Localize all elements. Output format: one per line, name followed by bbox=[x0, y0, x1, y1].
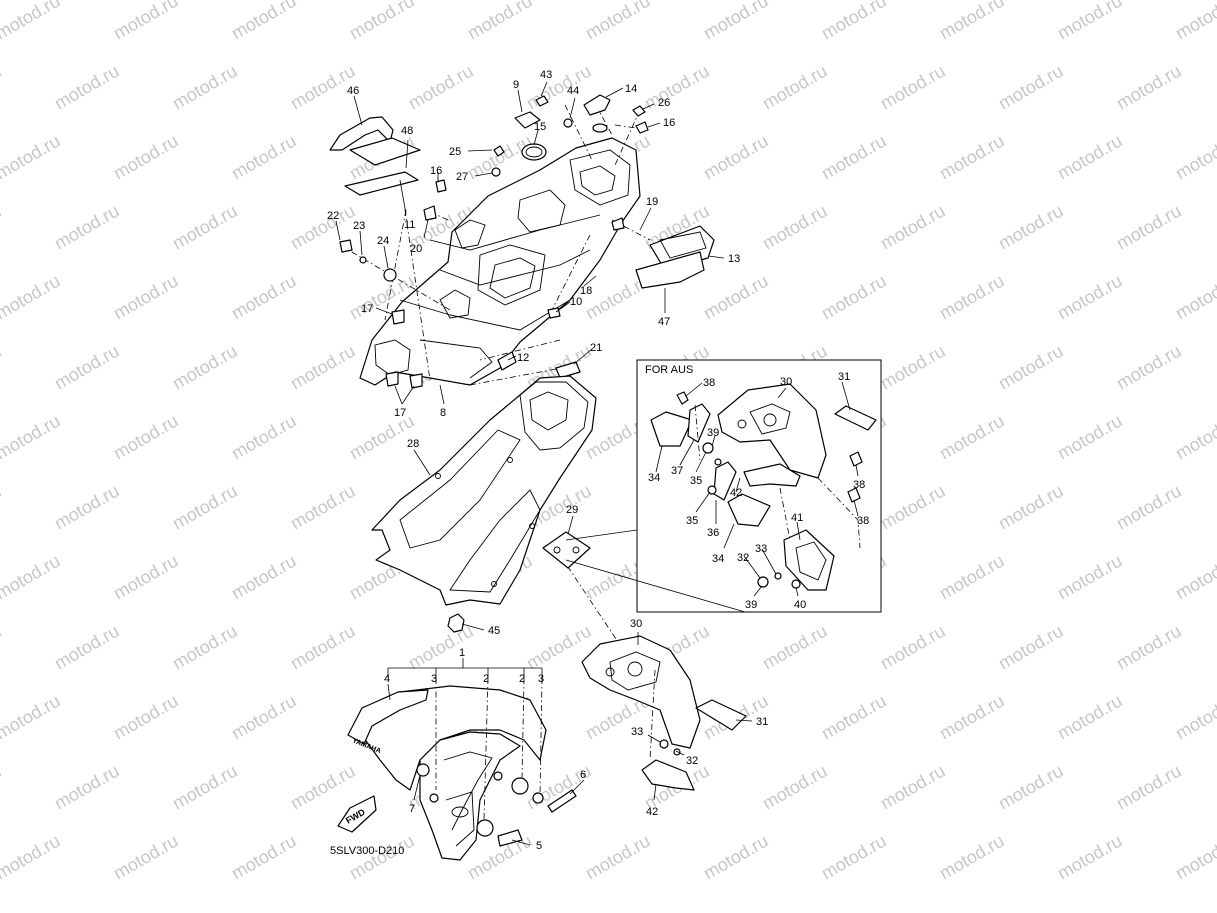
callout-8: 8 bbox=[440, 407, 446, 419]
callout-2-right: 2 bbox=[519, 673, 525, 685]
callout-45: 45 bbox=[488, 625, 500, 637]
callout-4: 4 bbox=[384, 673, 390, 685]
part-28-inner-fender bbox=[371, 375, 597, 606]
callout-16-right: 16 bbox=[663, 117, 675, 129]
drawing-code: 5SLV300-D210 bbox=[330, 845, 404, 857]
callout-48: 48 bbox=[401, 125, 413, 137]
callout-5: 5 bbox=[536, 840, 542, 852]
callout-36: 36 bbox=[707, 527, 719, 539]
part-48-plate bbox=[344, 137, 421, 196]
part-45-bolt bbox=[447, 613, 465, 633]
callout-25: 25 bbox=[449, 146, 461, 158]
callout-numbers: 46 48 11 16 9 43 44 14 15 26 16 25 27 20… bbox=[327, 69, 869, 852]
callout-38-inset-bottom: 38 bbox=[857, 515, 869, 527]
callout-32-lower: 32 bbox=[686, 755, 698, 767]
callout-22: 22 bbox=[327, 210, 339, 222]
callout-38-inset-mid: 38 bbox=[853, 479, 865, 491]
callout-17-top: 17 bbox=[361, 303, 373, 315]
callout-23: 23 bbox=[353, 220, 365, 232]
upper-hardware bbox=[339, 94, 649, 389]
callout-26: 26 bbox=[658, 97, 670, 109]
callout-20: 20 bbox=[410, 243, 422, 255]
callout-35-inset-bottom: 35 bbox=[686, 515, 698, 527]
callout-1: 1 bbox=[459, 647, 465, 659]
callout-34-inset-bottom: 34 bbox=[712, 553, 724, 565]
callout-27: 27 bbox=[456, 171, 468, 183]
callout-34-inset-top: 34 bbox=[648, 472, 660, 484]
callout-47: 47 bbox=[658, 316, 670, 328]
callout-30-inset: 30 bbox=[780, 376, 792, 388]
callout-21: 21 bbox=[590, 342, 602, 354]
callout-10: 10 bbox=[570, 296, 582, 308]
callout-44: 44 bbox=[567, 85, 579, 97]
callout-42-lower: 42 bbox=[646, 806, 658, 818]
callout-3-right: 3 bbox=[538, 673, 544, 685]
callout-7: 7 bbox=[409, 803, 415, 815]
part-29-plate bbox=[542, 531, 591, 569]
callout-18: 18 bbox=[580, 285, 592, 297]
part-47-pad bbox=[635, 251, 705, 289]
callout-33-lower: 33 bbox=[631, 726, 643, 738]
callout-43: 43 bbox=[540, 69, 552, 81]
callout-37: 37 bbox=[671, 465, 683, 477]
callout-19: 19 bbox=[646, 196, 658, 208]
aus-inset-box: FOR AUS bbox=[565, 359, 882, 613]
callout-16-left: 16 bbox=[430, 165, 442, 177]
callout-24: 24 bbox=[377, 235, 389, 247]
callout-40: 40 bbox=[794, 599, 806, 611]
callout-11: 11 bbox=[404, 219, 415, 231]
callout-15: 15 bbox=[534, 121, 546, 133]
callout-33-inset: 33 bbox=[755, 543, 767, 555]
callout-2-left: 2 bbox=[483, 673, 489, 685]
callout-17-bottom: 17 bbox=[394, 407, 406, 419]
callout-30-lower: 30 bbox=[630, 618, 642, 630]
callout-35-inset-top: 35 bbox=[690, 475, 702, 487]
callout-38-inset-top: 38 bbox=[703, 377, 715, 389]
callout-28: 28 bbox=[407, 438, 419, 450]
callout-46: 46 bbox=[347, 85, 359, 97]
callout-9: 9 bbox=[513, 79, 519, 91]
aus-inset-title: FOR AUS bbox=[645, 364, 693, 376]
callout-41: 41 bbox=[791, 512, 803, 524]
callout-39-inset-bottom: 39 bbox=[745, 599, 757, 611]
front-fender: YAMAHA bbox=[347, 677, 577, 861]
callout-39-inset-top: 39 bbox=[707, 427, 719, 439]
fwd-arrow-icon: FWD bbox=[337, 795, 377, 833]
callout-6: 6 bbox=[580, 769, 586, 781]
rear-fender-frame bbox=[359, 137, 641, 386]
callout-31-lower: 31 bbox=[756, 716, 768, 728]
callout-12: 12 bbox=[517, 352, 529, 364]
callout-13: 13 bbox=[728, 253, 740, 265]
callout-31-inset: 31 bbox=[838, 371, 850, 383]
callout-29: 29 bbox=[566, 504, 578, 516]
callout-3-left: 3 bbox=[431, 673, 437, 685]
lower-bracket-assembly bbox=[581, 635, 747, 791]
callout-1-bracket bbox=[387, 658, 543, 678]
callout-32-inset: 32 bbox=[737, 552, 749, 564]
callout-14: 14 bbox=[625, 83, 637, 95]
leader-lines bbox=[335, 81, 859, 846]
part-46-strap bbox=[329, 116, 394, 151]
callout-42-inset: 42 bbox=[730, 487, 742, 499]
